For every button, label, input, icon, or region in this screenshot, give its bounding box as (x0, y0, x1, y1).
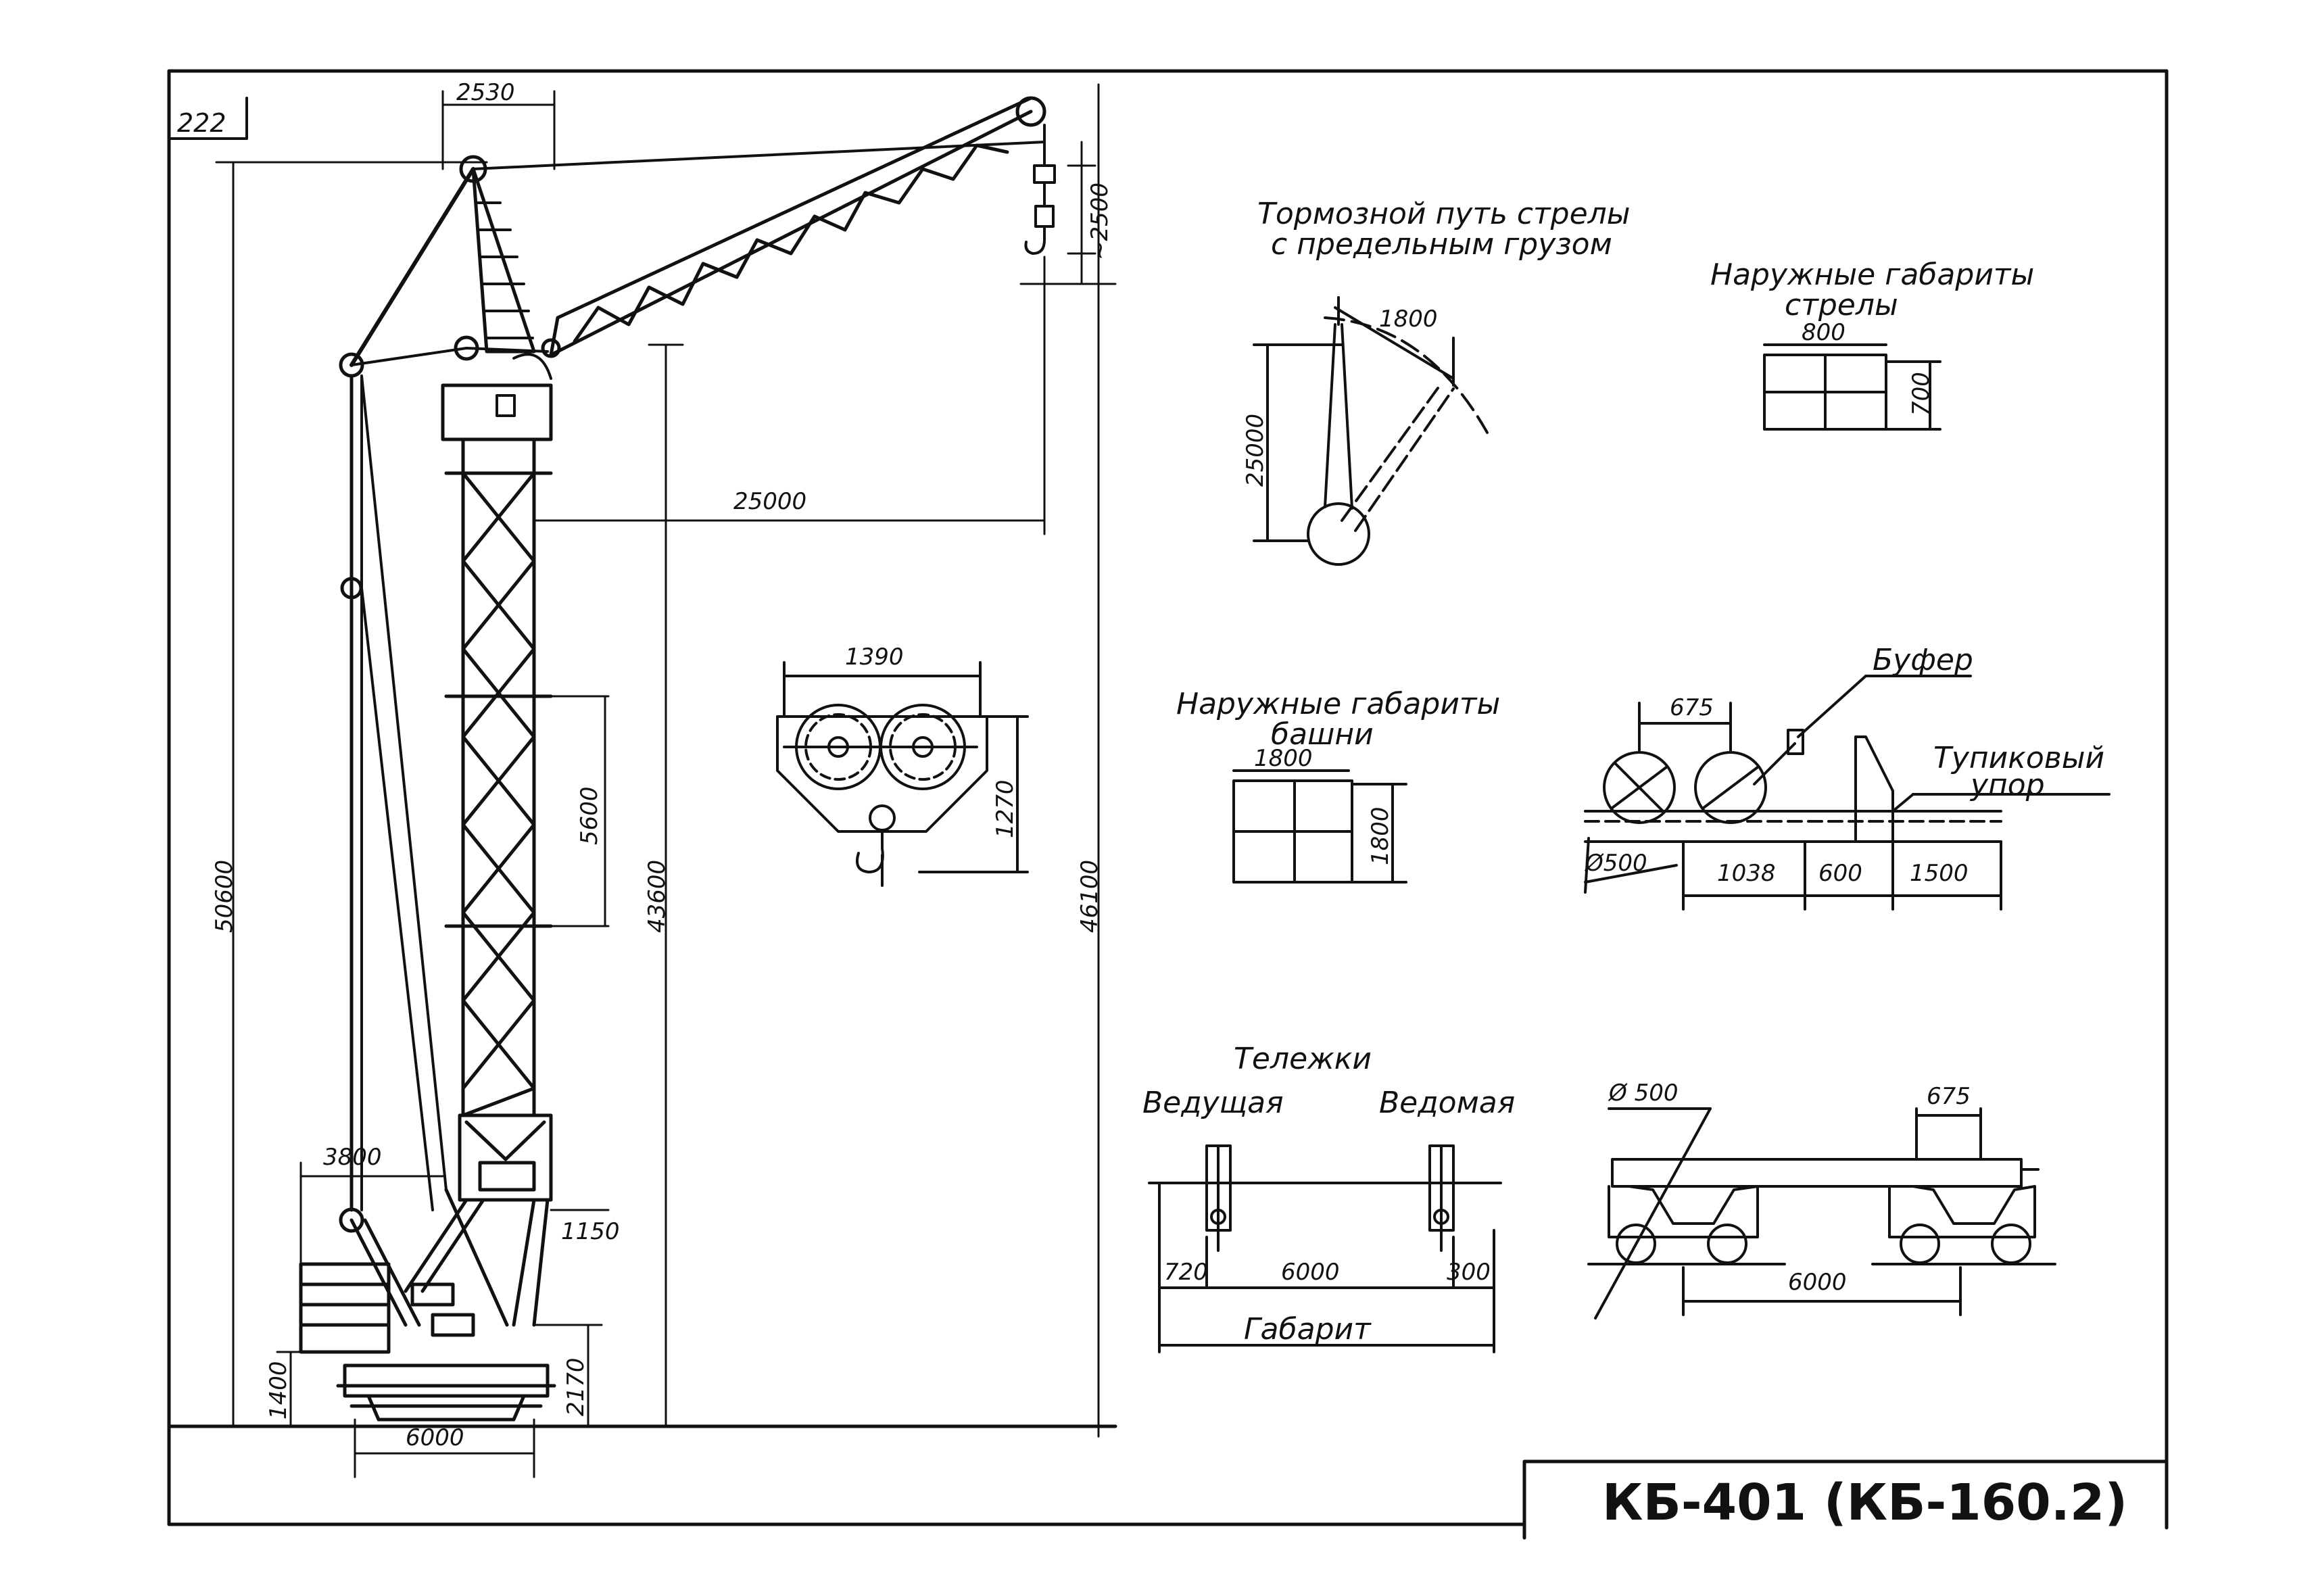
buffer-drawing (1584, 675, 2110, 911)
dim-2500: ~2500 (1086, 182, 1113, 260)
dim-25000-boom: 25000 (733, 488, 807, 515)
buffer-dim-675: 675 (1670, 694, 1714, 721)
dim-5600: 5600 (576, 786, 603, 845)
dim-2170: 2170 (562, 1357, 589, 1416)
hook-block-drawing (776, 661, 1029, 887)
tower-dim-1800-vert: 1800 (1367, 806, 1394, 865)
crane-boom (541, 96, 1046, 358)
trolley-dim-300: 300 (1447, 1259, 1491, 1286)
page-number: 222 (177, 108, 226, 138)
braking-dim-1800: 1800 (1379, 306, 1438, 333)
dim-1270: 1270 (992, 779, 1019, 838)
trolley-gabarit: Габарит (1244, 1312, 1371, 1347)
boom-section-drawing (1763, 343, 1941, 431)
boom-dim-800: 800 (1802, 319, 1845, 346)
crane-drawing (215, 90, 1117, 1478)
dim-1150: 1150 (561, 1218, 620, 1245)
crane-tower (444, 437, 553, 1117)
dim-3800: 3800 (323, 1144, 382, 1171)
buffer-dim-1500: 1500 (1910, 860, 1969, 887)
chassis-dim-6000: 6000 (1788, 1269, 1847, 1296)
buffer-dim-600: 600 (1818, 860, 1862, 887)
dim-1400: 1400 (265, 1361, 292, 1420)
buffer-dim-1038: 1038 (1717, 860, 1776, 887)
braking-path-drawing (1253, 296, 1489, 566)
crane-stays (339, 352, 448, 1233)
boom-dims-title-1: Наружные габариты (1710, 258, 2035, 292)
buffer-label: Буфер (1873, 643, 1973, 677)
tower-section-drawing (1232, 769, 1407, 884)
dim-1390: 1390 (845, 644, 904, 671)
trolleys-drawing (1148, 1144, 1502, 1353)
tower-dims-title-1: Наружные габариты (1176, 687, 1501, 721)
chassis-dim-d500: Ø 500 (1609, 1080, 1679, 1107)
trolley-driving-label: Ведущая (1142, 1086, 1284, 1120)
dim-2530: 2530 (456, 79, 515, 106)
boom-dims-title-2: стрелы (1785, 288, 1898, 322)
crane-portal (299, 1113, 556, 1422)
chassis-dim-675: 675 (1927, 1083, 1971, 1110)
cab-window (496, 394, 516, 417)
drawing-title: КБ-401 (КБ-160.2) (1602, 1474, 2128, 1532)
crane-hook (1024, 124, 1056, 255)
tower-dims-title-2: башни (1271, 717, 1374, 752)
braking-title-2: с предельным грузом (1271, 227, 1612, 262)
dim-50600: 50600 (211, 859, 238, 933)
crane-dimensions (215, 90, 1117, 1478)
chassis-drawing (1587, 1107, 2056, 1320)
dim-43600: 43600 (644, 859, 671, 933)
trolley-dim-6000: 6000 (1281, 1259, 1340, 1286)
trolley-dim-720: 720 (1164, 1259, 1208, 1286)
stop-label-1: Тупиковый (1933, 741, 2105, 775)
trolley-driven-label: Ведомая (1379, 1086, 1516, 1120)
tower-head (349, 141, 1046, 380)
tower-dim-1800: 1800 (1254, 745, 1313, 772)
boom-dim-700: 700 (1908, 372, 1935, 416)
buffer-dim-d500: Ø500 (1585, 850, 1647, 877)
stop-label-2: упор (1971, 768, 2045, 802)
crane-cab (441, 383, 553, 441)
trolleys-title: Тележки (1234, 1042, 1372, 1076)
braking-dim-25000: 25000 (1242, 413, 1269, 487)
dim-46100: 46100 (1076, 859, 1103, 933)
dim-6000-base: 6000 (406, 1424, 464, 1451)
braking-title-1: Тормозной путь стрелы (1257, 197, 1631, 231)
